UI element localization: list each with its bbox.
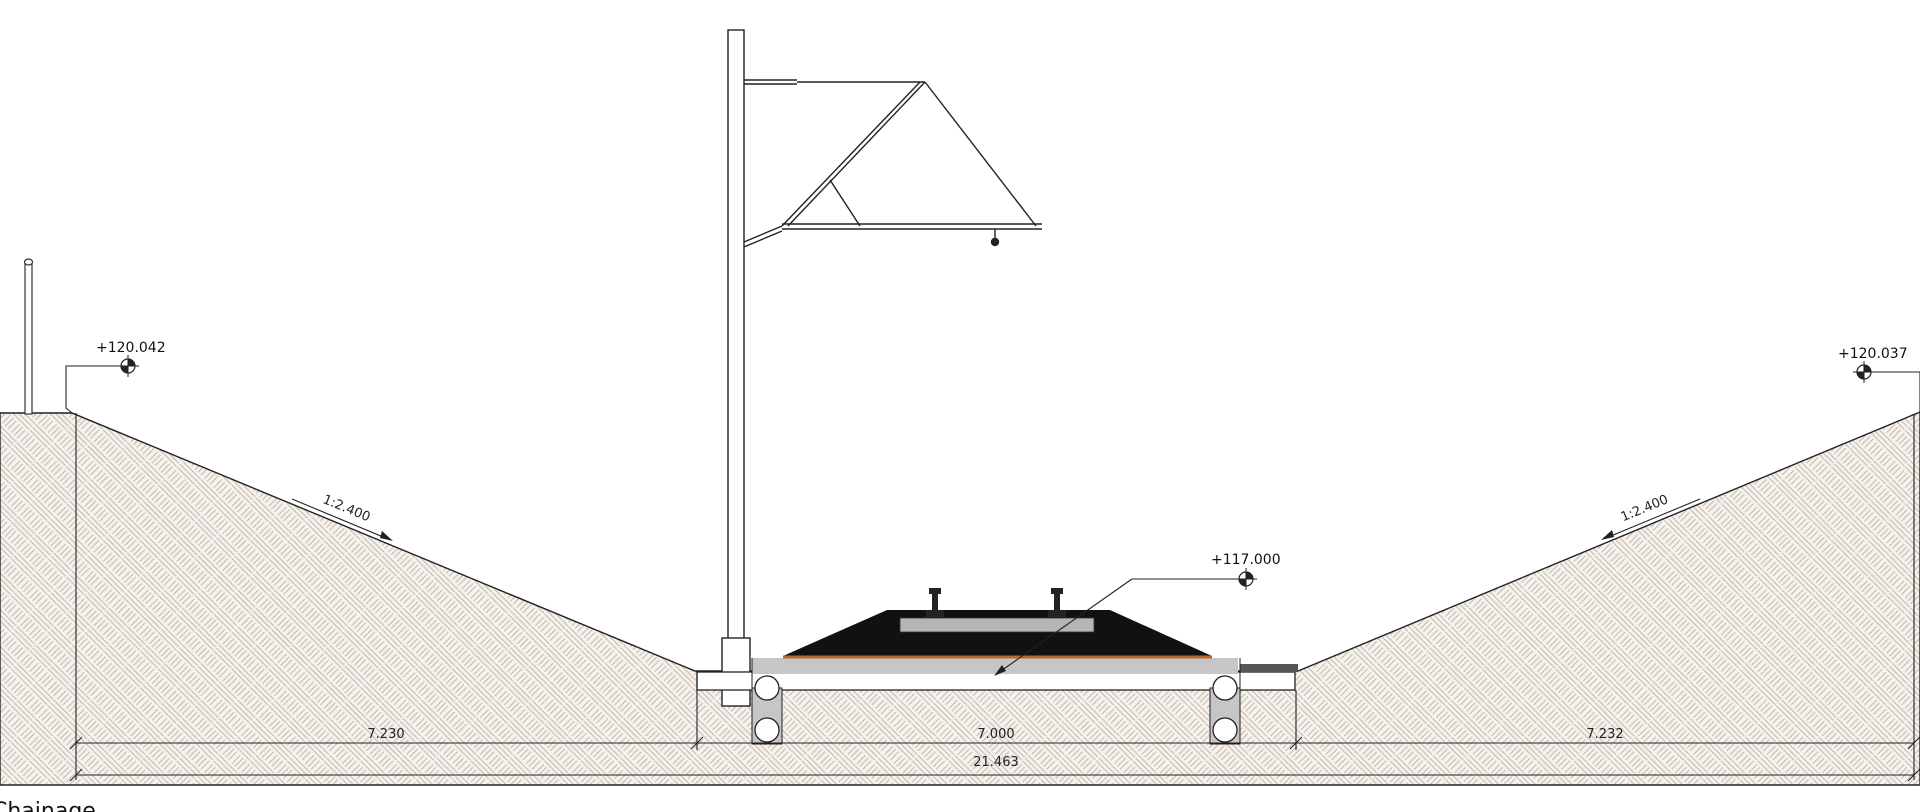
dimension-lines	[69, 736, 1920, 782]
dimension-right: 7.232	[1586, 727, 1623, 742]
dimension-total: 21.463	[973, 755, 1019, 770]
svg-text:+117.000: +117.000	[1211, 552, 1281, 568]
fence-post	[23, 258, 34, 415]
catenary-mast	[721, 29, 1042, 707]
dimension-extensions	[75, 413, 1915, 780]
ballast	[783, 610, 1212, 656]
drain-pipe	[754, 675, 1238, 743]
level-marker-track: +117.000	[994, 552, 1281, 676]
rail	[1048, 588, 1066, 618]
rail	[926, 588, 944, 618]
sleeper	[899, 617, 1095, 633]
svg-text:+120.042: +120.042	[96, 340, 166, 356]
ground-section	[0, 411, 1920, 786]
dimension-left: 7.230	[367, 727, 404, 742]
chainage-label: Chainage	[0, 799, 96, 812]
dimension-middle: 7.000	[977, 727, 1014, 742]
level-marker-left: +120.042	[65, 340, 166, 414]
level-marker-right: +120.037	[1838, 346, 1920, 412]
svg-text:+120.037: +120.037	[1838, 346, 1908, 362]
